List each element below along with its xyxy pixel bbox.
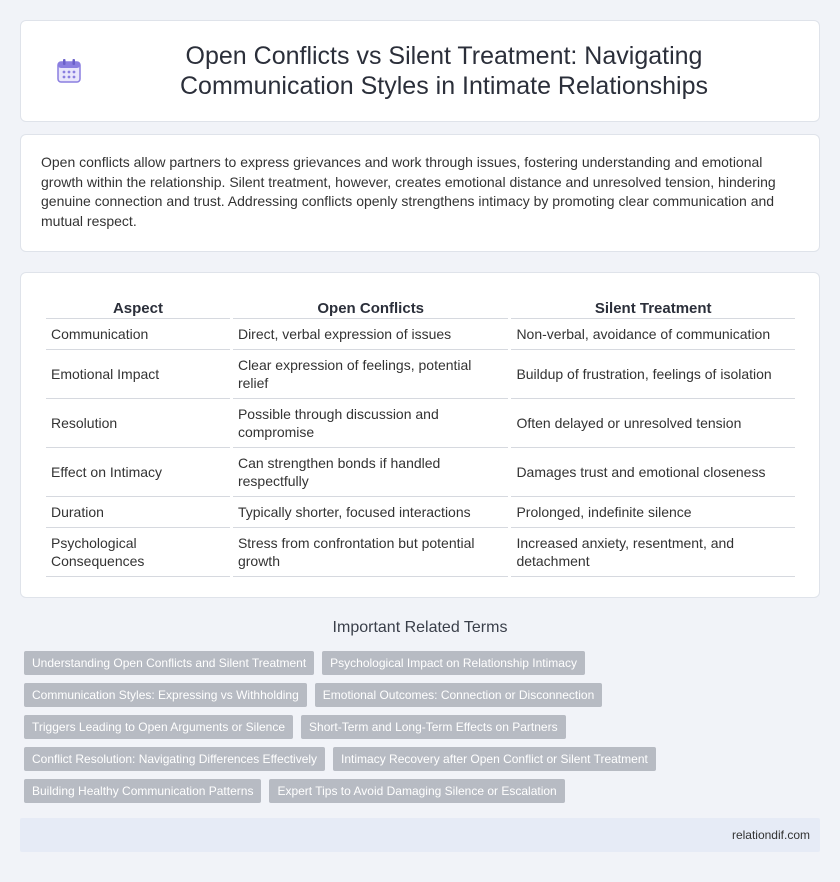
table-cell: Can strengthen bonds if handled respectf… [232,448,509,497]
tag-row: Triggers Leading to Open Arguments or Si… [24,715,824,739]
related-term-tag[interactable]: Building Healthy Communication Patterns [24,779,262,803]
table-row: Duration Typically shorter, focused inte… [46,497,795,528]
footer: relationdif.com [20,818,820,852]
table-cell: Typically shorter, focused interactions [232,497,509,528]
tag-row: Communication Styles: Expressing vs With… [24,683,824,707]
footer-site-link[interactable]: relationdif.com [731,828,810,842]
tag-row: Building Healthy Communication Patterns … [24,779,824,803]
table-cell: Possible through discussion and compromi… [232,399,509,448]
intro-card: Open conflicts allow partners to express… [20,134,820,252]
table-cell: Prolonged, indefinite silence [511,497,795,528]
comparison-card: Aspect Open Conflicts Silent Treatment C… [20,272,820,598]
related-term-tag[interactable]: Emotional Outcomes: Connection or Discon… [314,683,603,707]
table-cell: Non-verbal, avoidance of communication [511,319,795,350]
table-cell: Increased anxiety, resentment, and detac… [511,528,795,577]
related-term-tag[interactable]: Conflict Resolution: Navigating Differen… [24,747,326,771]
header-card: Open Conflicts vs Silent Treatment: Navi… [20,20,820,122]
related-term-tag[interactable]: Expert Tips to Avoid Damaging Silence or… [269,779,565,803]
table-row: Effect on Intimacy Can strengthen bonds … [46,448,795,497]
table-cell: Damages trust and emotional closeness [511,448,795,497]
table-row: Communication Direct, verbal expression … [46,319,795,350]
table-cell: Psychological Consequences [46,528,230,577]
table-cell: Emotional Impact [46,350,230,399]
table-row: Psychological Consequences Stress from c… [46,528,795,577]
tag-row: Understanding Open Conflicts and Silent … [24,651,824,675]
related-terms-title: Important Related Terms [332,619,508,636]
table-cell: Direct, verbal expression of issues [232,319,509,350]
header-silent-treatment: Silent Treatment [511,295,795,319]
page-title: Open Conflicts vs Silent Treatment: Navi… [179,42,708,100]
table-cell: Effect on Intimacy [46,448,230,497]
comparison-table: Aspect Open Conflicts Silent Treatment C… [43,295,798,577]
related-term-tag[interactable]: Understanding Open Conflicts and Silent … [24,651,315,675]
table-cell: Clear expression of feelings, potential … [232,350,509,399]
table-cell: Duration [46,497,230,528]
intro-text: Open conflicts allow partners to express… [41,154,776,229]
related-term-tag[interactable]: Communication Styles: Expressing vs With… [24,683,307,707]
related-terms-tags: Understanding Open Conflicts and Silent … [24,651,824,811]
related-term-tag[interactable]: Triggers Leading to Open Arguments or Si… [24,715,294,739]
table-cell: Stress from confrontation but potential … [232,528,509,577]
calendar-icon [57,59,81,83]
related-term-tag[interactable]: Intimacy Recovery after Open Conflict or… [333,747,656,771]
table-cell: Often delayed or unresolved tension [511,399,795,448]
table-cell: Communication [46,319,230,350]
header-open-conflicts: Open Conflicts [232,295,509,319]
table-cell: Buildup of frustration, feelings of isol… [511,350,795,399]
table-header-row: Aspect Open Conflicts Silent Treatment [46,295,795,319]
header-aspect: Aspect [46,295,230,319]
tag-row: Conflict Resolution: Navigating Differen… [24,747,824,771]
related-term-tag[interactable]: Psychological Impact on Relationship Int… [322,651,585,675]
table-row: Resolution Possible through discussion a… [46,399,795,448]
related-term-tag[interactable]: Short-Term and Long-Term Effects on Part… [301,715,566,739]
table-row: Emotional Impact Clear expression of fee… [46,350,795,399]
table-cell: Resolution [46,399,230,448]
